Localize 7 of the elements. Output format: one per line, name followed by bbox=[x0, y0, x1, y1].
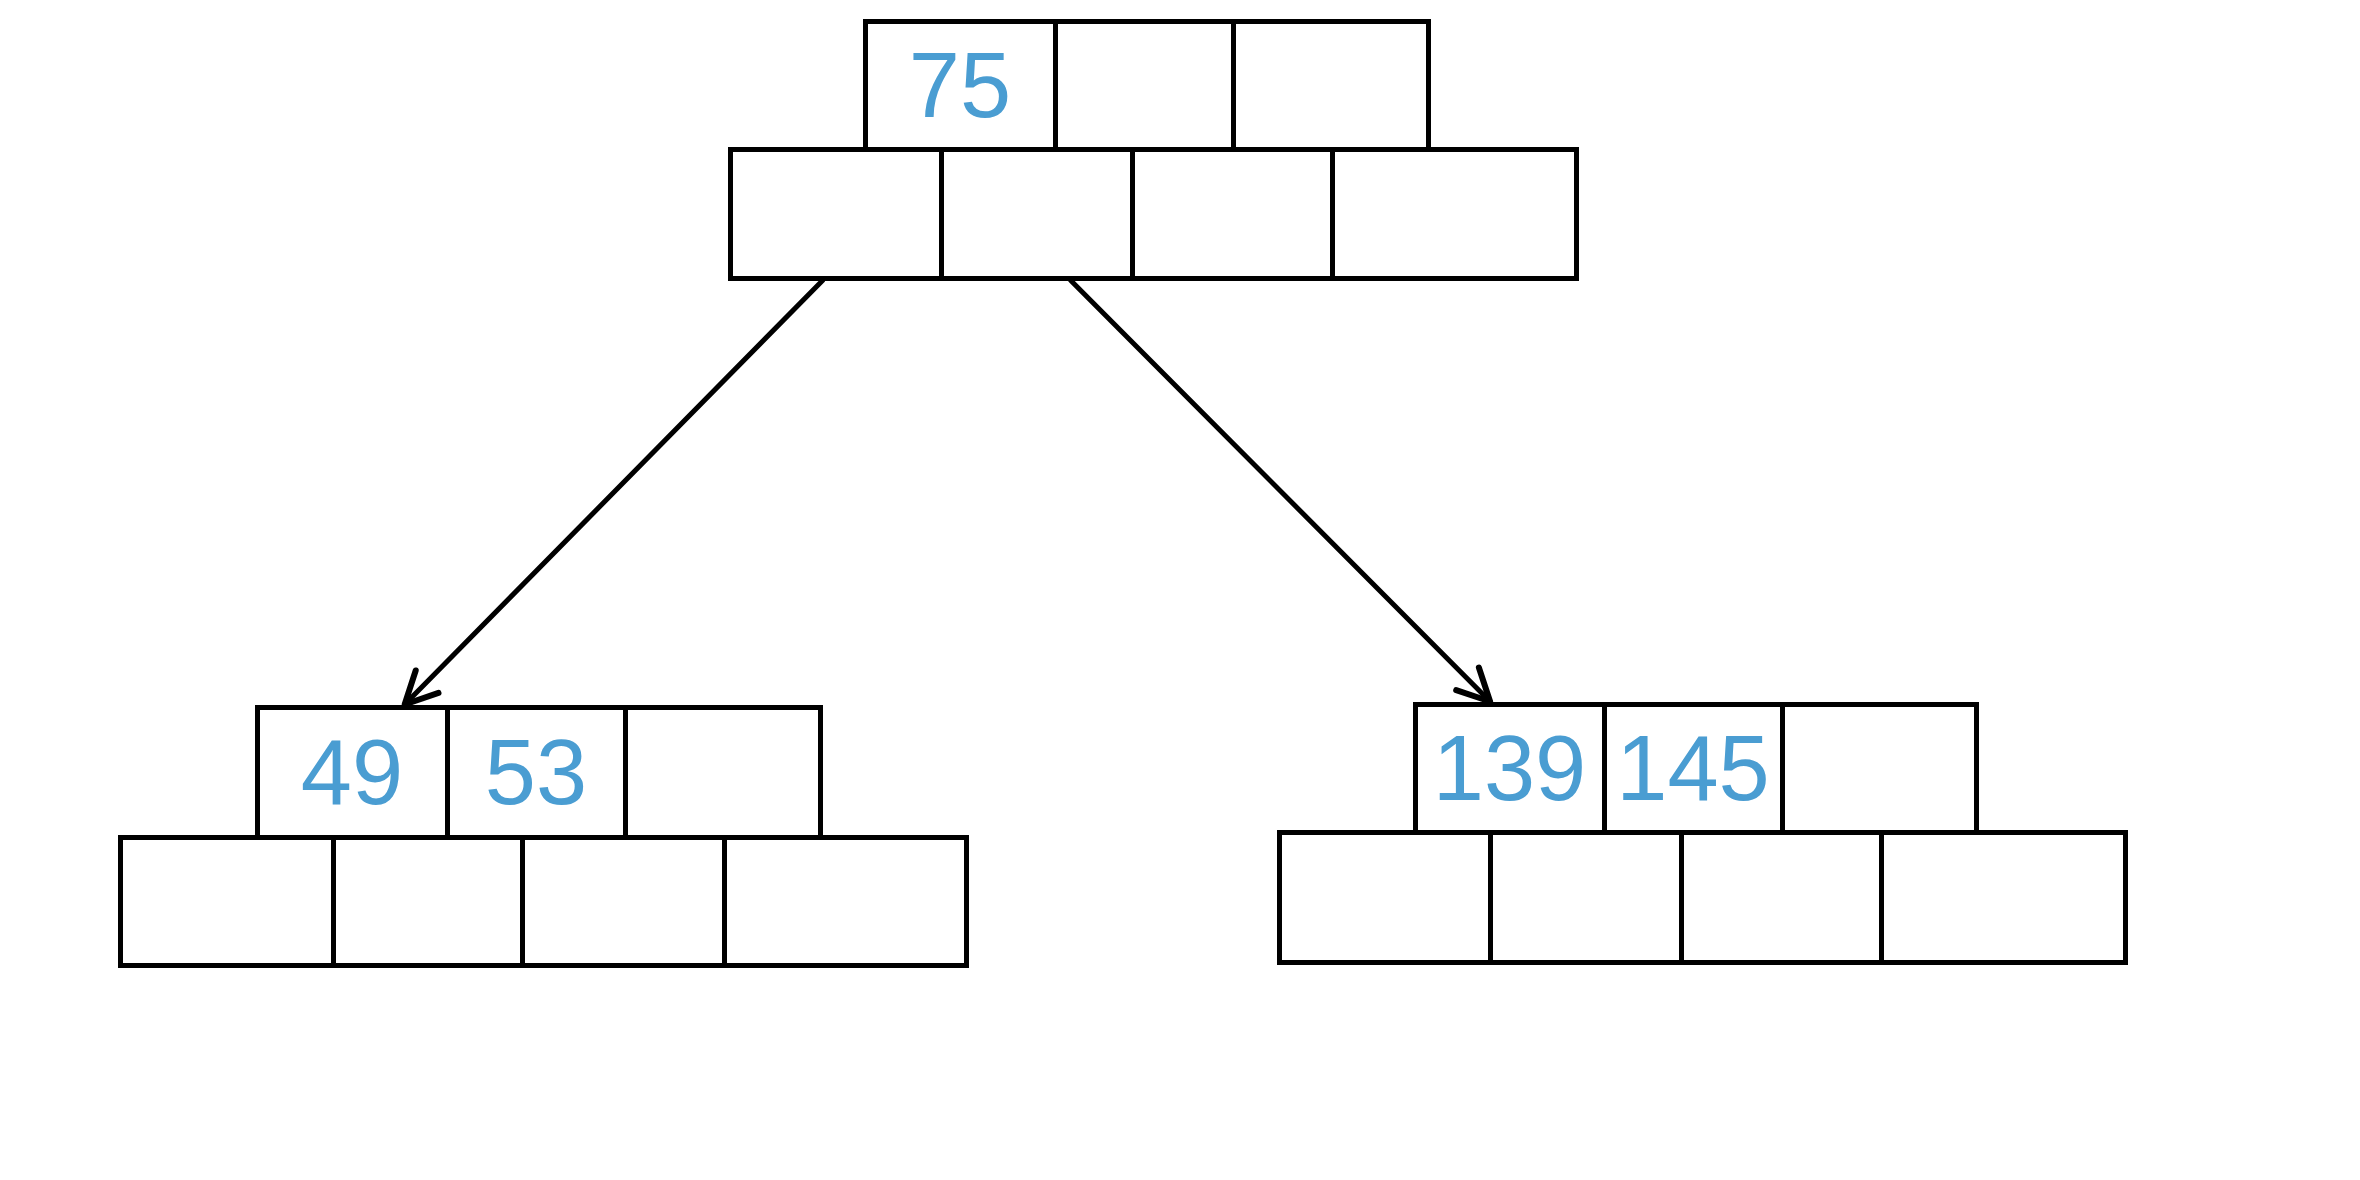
key-value: 139 bbox=[1432, 722, 1587, 814]
arrow bbox=[401, 278, 826, 708]
key-value: 53 bbox=[484, 726, 588, 818]
arrow bbox=[1068, 278, 1494, 705]
key-value: 49 bbox=[300, 726, 404, 818]
key-value: 145 bbox=[1616, 722, 1770, 814]
key-value: 75 bbox=[908, 39, 1012, 131]
